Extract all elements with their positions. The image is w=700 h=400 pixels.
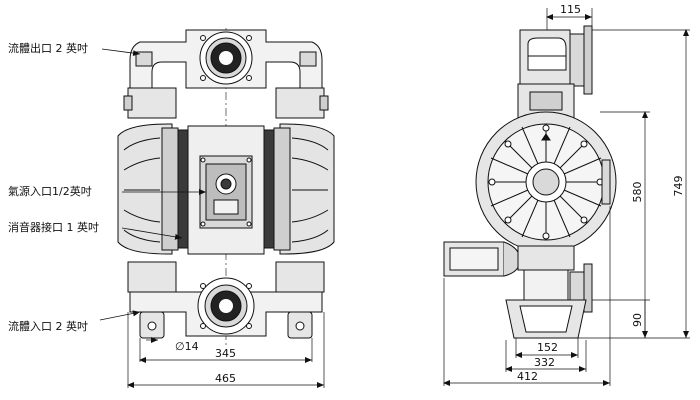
dim-overall-width: 465 — [215, 372, 236, 385]
dim-base-width: 345 — [215, 347, 236, 360]
right-chamber — [263, 123, 335, 255]
front-dimensions — [127, 312, 325, 388]
dim-foot-hole: ∅14 — [175, 340, 199, 353]
dim-side-top: 115 — [560, 3, 581, 16]
dim-side-mid: 332 — [534, 356, 555, 369]
callout-fluid-inlet: 流體入口 2 英吋 — [8, 320, 88, 333]
dim-side-overall: 412 — [517, 370, 538, 383]
front-leaders — [99, 48, 206, 321]
dim-side-base: 152 — [537, 341, 558, 354]
left-chamber — [117, 123, 189, 255]
callout-fluid-outlet: 流體出口 2 英吋 — [8, 42, 88, 55]
callout-air-inlet: 氣源入口1/2英吋 — [8, 185, 92, 198]
dim-height-overall: 749 — [672, 176, 685, 197]
front-view — [117, 28, 335, 345]
air-valve-body — [187, 125, 265, 255]
top-manifold — [129, 29, 323, 89]
dim-height-inlet: 90 — [631, 313, 644, 327]
side-dimensions — [443, 8, 690, 386]
dim-height-mid: 580 — [631, 182, 644, 203]
callout-muffler-port: 消音器接口 1 英吋 — [8, 221, 99, 234]
side-view — [443, 25, 617, 339]
